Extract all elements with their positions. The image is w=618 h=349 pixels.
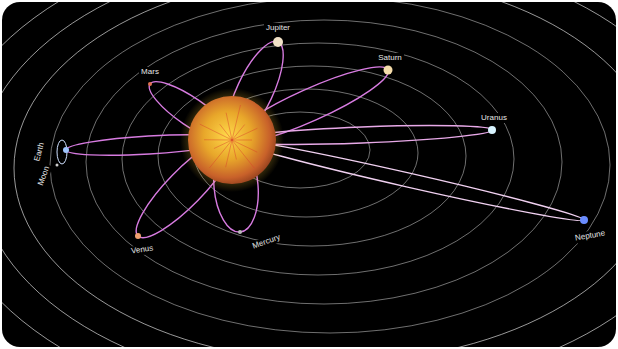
sun-texture — [226, 113, 232, 140]
orbit-ring — [50, 2, 610, 333]
planet-dot — [135, 233, 141, 239]
planet-dot — [148, 82, 152, 86]
planet-dot — [63, 147, 69, 153]
orbit-ring — [158, 66, 466, 246]
planet-label: Mars — [139, 67, 161, 77]
orbit-loop — [230, 133, 585, 227]
sun-texture — [232, 125, 245, 140]
planet-label: Uranus — [479, 113, 509, 123]
planet-dot — [238, 230, 242, 234]
planet-dot — [488, 126, 496, 134]
orbit-ring — [86, 20, 562, 304]
planet-label: Saturn — [376, 53, 404, 63]
planet-dot — [384, 66, 393, 75]
planet-dot — [56, 164, 59, 167]
sun-texture — [209, 140, 232, 168]
planet-dot — [273, 37, 283, 47]
sun-texture — [232, 140, 254, 168]
sun-texture — [232, 140, 252, 141]
sun-texture — [204, 139, 232, 140]
sun-glow — [180, 88, 284, 192]
orbit-ring — [14, 2, 616, 347]
sun — [188, 96, 276, 184]
planet-label: Jupiter — [264, 23, 292, 33]
sun-texture — [232, 140, 236, 160]
planet-dot — [580, 216, 588, 224]
sun-texture — [214, 140, 232, 149]
orbit-ring — [122, 43, 514, 275]
sun-texture — [232, 128, 257, 140]
sun-texture — [200, 124, 232, 140]
sun-texture — [232, 140, 257, 152]
